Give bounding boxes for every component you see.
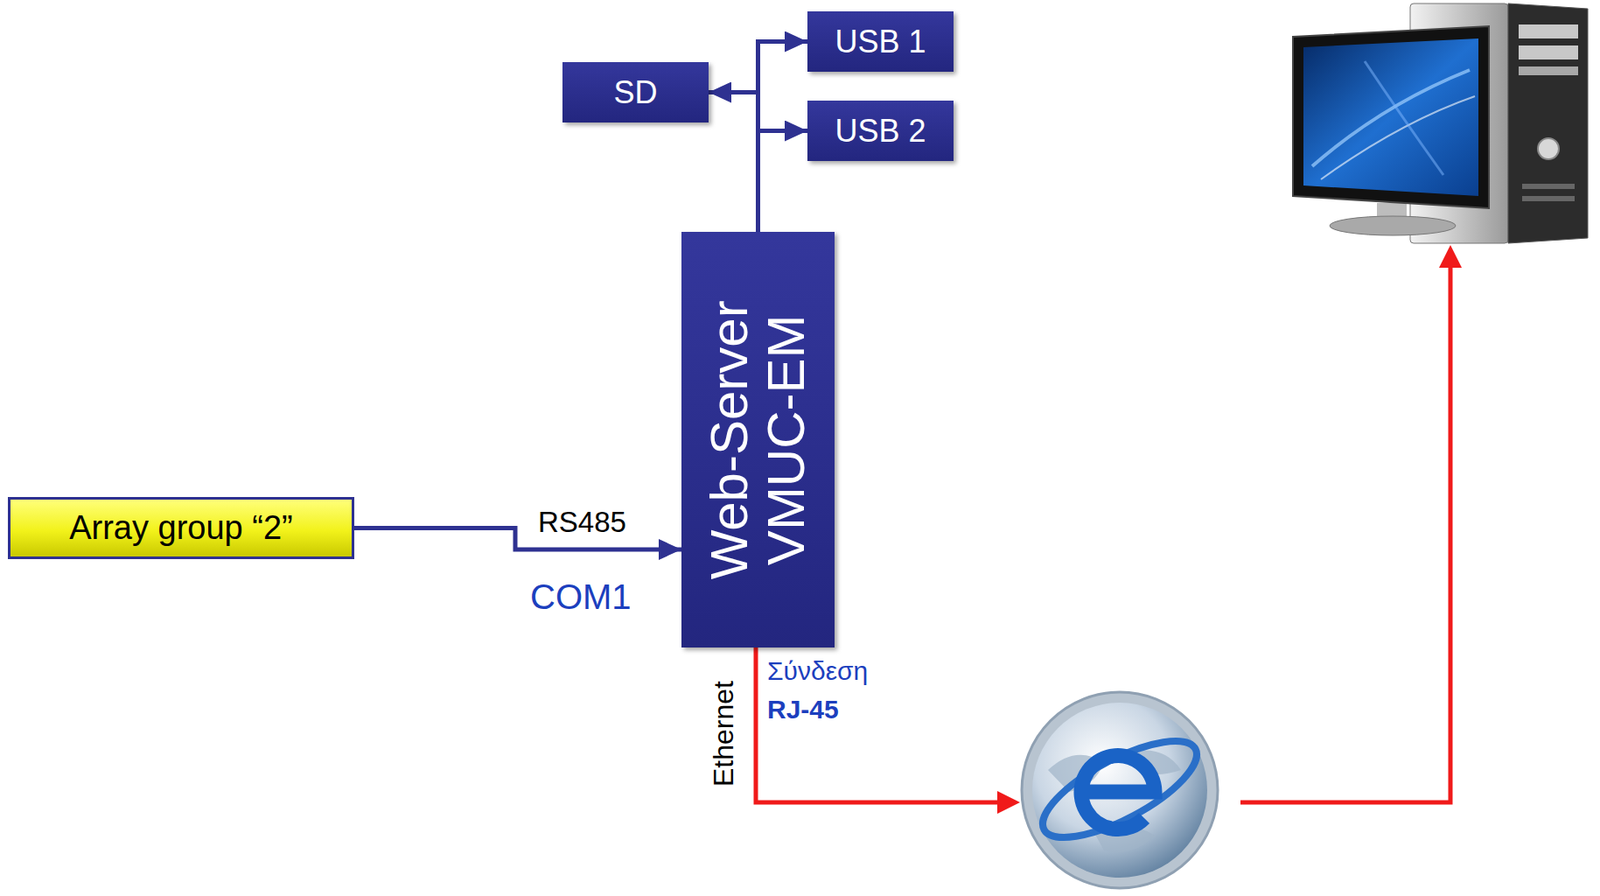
bus-connector <box>758 131 809 233</box>
bus-connector <box>708 92 759 233</box>
port-label: COM1 <box>530 577 632 617</box>
node-label: Array group “2” <box>69 509 294 547</box>
arrow-head <box>1439 244 1462 268</box>
usb-port-box: USB 2 <box>807 100 954 161</box>
web-server-box: Web-Server VMUC-EM <box>681 231 835 648</box>
connection-label: Σύνδεση <box>767 656 868 686</box>
array-group-box: Array group “2” <box>7 496 355 559</box>
node-label: SD <box>613 74 657 112</box>
bus-connector <box>354 528 682 551</box>
connector-label: RJ-45 <box>767 694 839 725</box>
node-label: USB 1 <box>834 23 926 61</box>
arrow-head <box>997 790 1021 814</box>
signal-label: RS485 <box>537 505 627 539</box>
computer-icon <box>1292 3 1588 244</box>
bus-connector <box>758 41 809 233</box>
sd-card-box: SD <box>562 62 709 123</box>
internet-globe <box>1021 691 1218 888</box>
internet-line <box>1240 262 1451 803</box>
node-label: Web-Server VMUC-EM <box>701 244 816 635</box>
ethernet-line <box>755 647 1003 803</box>
interface-label: Ethernet <box>706 680 740 787</box>
node-label: USB 2 <box>834 112 926 150</box>
usb-port-box: USB 1 <box>807 11 954 72</box>
